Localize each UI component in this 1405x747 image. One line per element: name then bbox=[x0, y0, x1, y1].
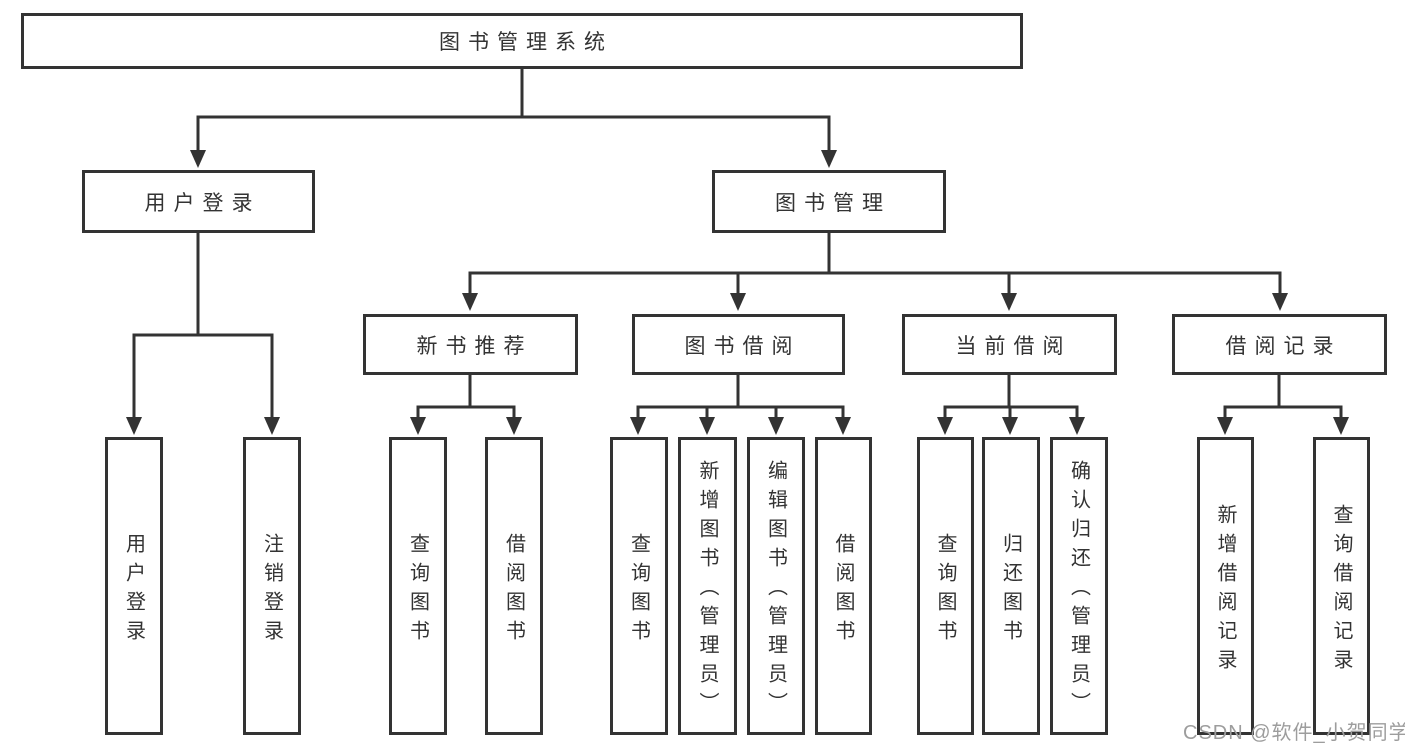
leaf-query-books-current: 查询图书 bbox=[917, 437, 974, 735]
connector-paths bbox=[132, 69, 1343, 418]
node-borrow-records-label: 借阅记录 bbox=[1225, 334, 1342, 358]
node-book-borrow-label: 图书借阅 bbox=[684, 334, 801, 358]
node-root-label: 图书管理系统 bbox=[439, 31, 613, 54]
leaf-edit-books-admin-label: 编辑图书（管理员） bbox=[764, 460, 787, 721]
leaf-logout: 注销登录 bbox=[243, 437, 301, 735]
node-new-book-recommend-label: 新书推荐 bbox=[416, 334, 533, 358]
leaf-query-borrow-record-label: 查询借阅记录 bbox=[1330, 503, 1352, 678]
root-branch-line bbox=[196, 69, 831, 151]
node-book-management-label: 图书管理 bbox=[775, 191, 891, 215]
leaf-add-books-admin: 新增图书（管理员） bbox=[678, 437, 737, 735]
node-new-book-recommend: 新书推荐 bbox=[363, 314, 578, 375]
book-borrow-branch-line bbox=[636, 375, 845, 418]
node-user-login: 用户登录 bbox=[82, 170, 315, 233]
user-login-branch-line bbox=[132, 233, 274, 418]
arrowhead bbox=[410, 417, 426, 435]
arrowhead bbox=[1069, 417, 1085, 435]
node-user-login-label: 用户登录 bbox=[144, 191, 261, 215]
arrowhead bbox=[1333, 417, 1349, 435]
arrowhead bbox=[835, 417, 851, 435]
leaf-return-books-label: 归还图书 bbox=[999, 532, 1022, 649]
leaf-logout-label: 注销登录 bbox=[260, 532, 283, 649]
arrowhead bbox=[506, 417, 522, 435]
node-current-borrow: 当前借阅 bbox=[902, 314, 1117, 375]
book-management-branch-line bbox=[468, 233, 1282, 294]
leaf-confirm-return-admin-label: 确认归还（管理员） bbox=[1067, 460, 1090, 721]
leaf-confirm-return-admin: 确认归还（管理员） bbox=[1050, 437, 1108, 735]
leaf-query-books-recommend-label: 查询图书 bbox=[406, 532, 429, 649]
leaf-add-borrow-record-label: 新增借阅记录 bbox=[1214, 503, 1236, 678]
leaf-borrow-books: 借阅图书 bbox=[815, 437, 872, 735]
arrowhead bbox=[821, 150, 837, 168]
arrowhead bbox=[730, 293, 746, 311]
arrowheads bbox=[126, 150, 1349, 435]
node-current-borrow-label: 当前借阅 bbox=[955, 334, 1072, 358]
arrowhead bbox=[462, 293, 478, 311]
leaf-query-borrow-record: 查询借阅记录 bbox=[1313, 437, 1370, 735]
arrowhead bbox=[1002, 417, 1018, 435]
arrowhead bbox=[264, 417, 280, 435]
leaf-borrow-books-label: 借阅图书 bbox=[832, 532, 854, 649]
arrowhead bbox=[126, 417, 142, 435]
arrowhead bbox=[630, 417, 646, 435]
node-book-management: 图书管理 bbox=[712, 170, 946, 233]
arrowhead bbox=[1272, 293, 1288, 311]
node-borrow-records: 借阅记录 bbox=[1172, 314, 1387, 375]
arrowhead bbox=[937, 417, 953, 435]
arrowhead bbox=[699, 417, 715, 435]
leaf-borrow-books-recommend: 借阅图书 bbox=[485, 437, 543, 735]
leaf-query-books-recommend: 查询图书 bbox=[389, 437, 447, 735]
leaf-return-books: 归还图书 bbox=[982, 437, 1040, 735]
leaf-edit-books-admin: 编辑图书（管理员） bbox=[747, 437, 805, 735]
arrowhead bbox=[768, 417, 784, 435]
arrowhead bbox=[1001, 293, 1017, 311]
leaf-query-books-borrow: 查询图书 bbox=[610, 437, 668, 735]
leaf-query-books-borrow-label: 查询图书 bbox=[627, 532, 650, 649]
current-borrow-branch-line bbox=[943, 375, 1079, 418]
leaf-query-books-current-label: 查询图书 bbox=[934, 532, 956, 649]
node-book-borrow: 图书借阅 bbox=[632, 314, 845, 375]
leaf-add-borrow-record: 新增借阅记录 bbox=[1197, 437, 1254, 735]
leaf-user-login-label: 用户登录 bbox=[122, 532, 145, 649]
leaf-add-books-admin-label: 新增图书（管理员） bbox=[696, 460, 718, 721]
arrowhead bbox=[190, 150, 206, 168]
leaf-borrow-books-recommend-label: 借阅图书 bbox=[502, 532, 525, 649]
new-book-recommend-branch-line bbox=[416, 375, 516, 418]
borrow-records-branch-line bbox=[1223, 375, 1343, 418]
node-root: 图书管理系统 bbox=[21, 13, 1023, 69]
arrowhead bbox=[1217, 417, 1233, 435]
leaf-user-login: 用户登录 bbox=[105, 437, 163, 735]
csdn-watermark: CSDN @软件_小贺同学 bbox=[1183, 722, 1405, 744]
